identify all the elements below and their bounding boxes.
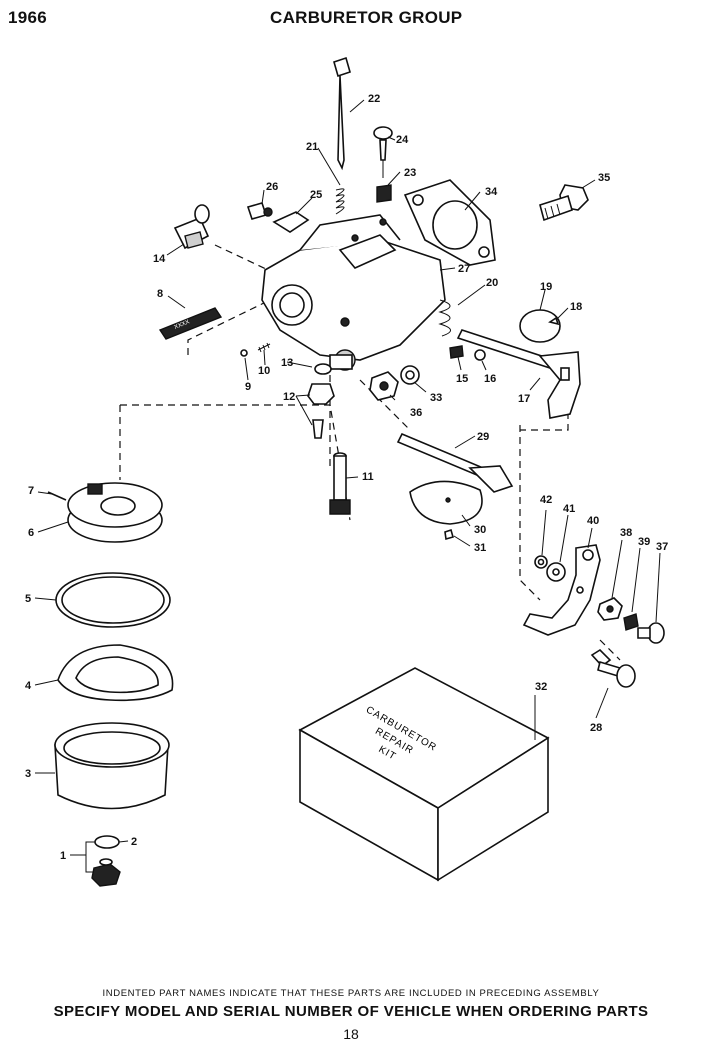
callout-40: 40 — [587, 515, 599, 527]
leader-lines — [34, 99, 661, 873]
washer-2 — [94, 835, 120, 849]
gasket-5 — [55, 572, 171, 628]
spring-39 — [623, 613, 639, 631]
callout-21: 21 — [306, 141, 318, 153]
callout-numbers: 22 21 24 23 26 25 34 35 14 27 20 19 18 8… — [25, 93, 668, 862]
callout-7: 7 — [28, 485, 34, 497]
callout-17: 17 — [518, 393, 530, 405]
washer-42 — [534, 555, 548, 569]
callout-34: 34 — [485, 186, 498, 198]
screw-15 — [449, 345, 464, 359]
callout-35: 35 — [598, 172, 610, 184]
jet-12 — [307, 383, 335, 439]
choke-knob-28 — [590, 648, 636, 688]
callout-13: 13 — [281, 357, 293, 369]
callout-41: 41 — [563, 503, 575, 515]
choke-shaft-29 — [396, 432, 514, 493]
callout-39: 39 — [638, 536, 650, 548]
page-title: CARBURETOR GROUP — [270, 8, 463, 27]
nozzle-11 — [329, 452, 351, 515]
plate-label: XXXX — [174, 319, 191, 331]
callout-4: 4 — [25, 680, 32, 692]
callout-36: 36 — [410, 407, 422, 419]
callout-5: 5 — [25, 593, 31, 605]
footer-instruction: SPECIFY MODEL AND SERIAL NUMBER OF VEHIC… — [53, 1003, 649, 1020]
carburetor-exploded-diagram: XXXX — [25, 56, 668, 887]
float-6 — [67, 482, 163, 543]
footer-note: INDENTED PART NAMES INDICATE THAT THESE … — [102, 988, 600, 999]
callout-33: 33 — [430, 392, 442, 404]
float-bowl-3 — [54, 722, 170, 810]
callout-31: 31 — [474, 542, 486, 554]
page-number: 18 — [343, 1026, 359, 1042]
callout-6: 6 — [28, 527, 34, 539]
callout-12: 12 — [283, 391, 295, 403]
callout-2: 2 — [131, 836, 137, 848]
pin-7 — [47, 491, 67, 501]
gasket-4 — [57, 644, 174, 702]
screw-31 — [444, 528, 454, 541]
callout-18: 18 — [570, 301, 582, 313]
callout-25: 25 — [310, 189, 322, 201]
bracket-25 — [272, 211, 310, 233]
washer-41 — [546, 562, 566, 582]
callout-30: 30 — [474, 524, 486, 536]
carburetor-body — [261, 214, 446, 371]
callout-14: 14 — [153, 253, 166, 265]
needle-valve-22 — [333, 56, 351, 171]
callout-27: 27 — [458, 263, 470, 275]
callout-3: 3 — [25, 768, 31, 780]
callout-32: 32 — [535, 681, 547, 693]
spring-10 — [257, 342, 271, 353]
choke-plate-30 — [409, 480, 483, 525]
bowl-nut-1 — [91, 858, 121, 887]
choke-lever-40 — [522, 544, 601, 636]
washer-16 — [474, 349, 486, 361]
callout-15: 15 — [456, 373, 468, 385]
callout-37: 37 — [656, 541, 668, 553]
callout-38: 38 — [620, 527, 632, 539]
callout-8: 8 — [157, 288, 163, 300]
screw-37 — [637, 622, 665, 644]
spring-21 — [335, 188, 345, 215]
repair-kit-box-32 — [298, 667, 550, 882]
screw-26 — [246, 202, 273, 220]
callout-20: 20 — [486, 277, 498, 289]
callout-23: 23 — [404, 167, 416, 179]
throttle-plate-19 — [519, 309, 561, 343]
fitting-14 — [173, 204, 210, 250]
callout-26: 26 — [266, 181, 278, 193]
year-label: 1966 — [8, 8, 48, 27]
spring-20 — [438, 299, 451, 337]
callout-16: 16 — [484, 373, 496, 385]
callout-24: 24 — [396, 134, 409, 146]
spring-23 — [376, 184, 392, 203]
callout-42: 42 — [540, 494, 552, 506]
identification-plate-8: XXXX — [158, 307, 223, 340]
flange-gasket-34 — [403, 179, 496, 266]
callout-10: 10 — [258, 365, 270, 377]
nut-36 — [369, 371, 399, 401]
callout-11: 11 — [362, 471, 374, 483]
callout-1: 1 — [60, 850, 66, 862]
bolt-35 — [539, 184, 589, 222]
ball-9 — [240, 349, 248, 357]
callout-29: 29 — [477, 431, 489, 443]
callout-9: 9 — [245, 381, 251, 393]
callout-19: 19 — [540, 281, 552, 293]
lockwasher-33 — [400, 365, 420, 385]
screw-24 — [373, 126, 393, 178]
callout-28: 28 — [590, 722, 602, 734]
washer-13 — [314, 363, 332, 375]
throttle-shaft-17 — [456, 329, 581, 419]
callout-22: 22 — [368, 93, 380, 105]
bushing-38 — [597, 597, 623, 621]
